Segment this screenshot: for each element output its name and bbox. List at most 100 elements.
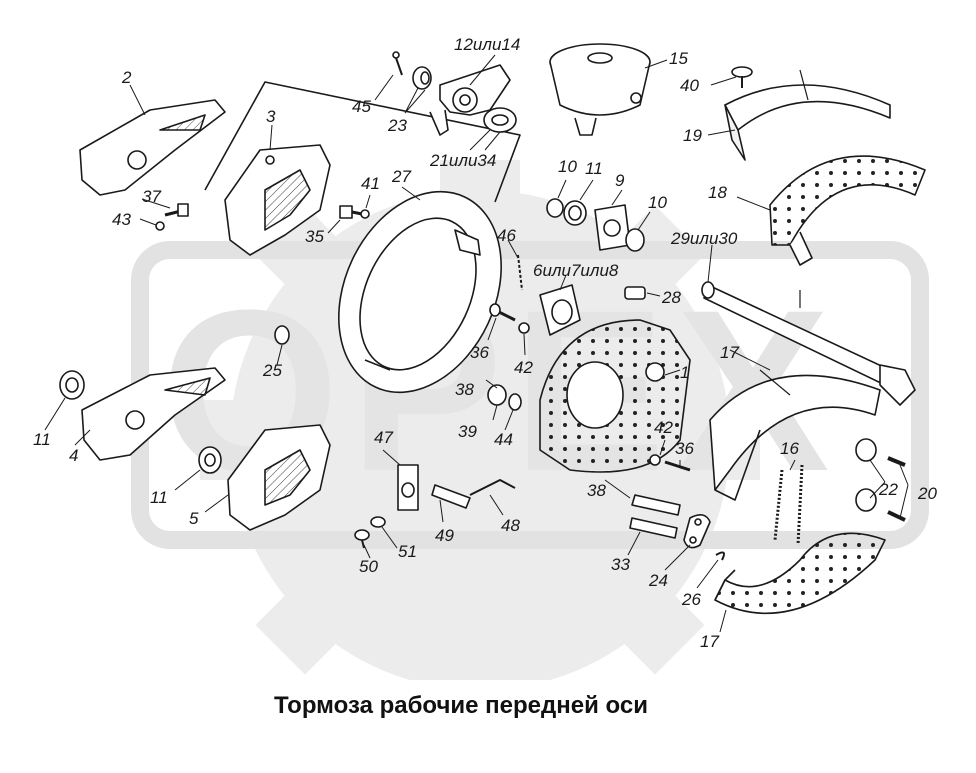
- callout-45: 45: [352, 97, 371, 116]
- part-9-flange: [594, 204, 631, 251]
- part-11-bushing-c: [198, 446, 222, 474]
- callout-49: 49: [435, 526, 454, 545]
- callout-38-a: 38: [455, 380, 474, 399]
- callout-28: 28: [662, 288, 681, 307]
- callout-1: 1: [680, 363, 690, 382]
- part-36-bolt-a: [489, 303, 516, 322]
- callout-42-b: 42: [654, 418, 673, 437]
- callout-12: 12или14: [454, 35, 521, 54]
- part-5-bracket: [227, 424, 331, 531]
- part-12-slack-adjuster: [429, 64, 511, 136]
- part-48-lever: [469, 479, 516, 496]
- part-10-seal-a: [546, 198, 564, 218]
- part-37-bolt: [164, 203, 189, 217]
- callout-33: 33: [611, 555, 630, 574]
- part-21-gear: [483, 107, 517, 133]
- part-2-bracket: [79, 99, 226, 196]
- part-35-bolt: [339, 205, 363, 219]
- part-40-bolt: [731, 66, 753, 88]
- part-46-spring: [517, 254, 523, 291]
- callout-4: 4: [69, 446, 79, 465]
- callout-11-b: 11: [33, 430, 51, 449]
- part-29-camshaft: [701, 281, 916, 406]
- part-19-lining: [724, 69, 891, 161]
- callout-18: 18: [708, 183, 727, 202]
- callout-10-a: 10: [558, 157, 577, 176]
- part-42-washer-a: [518, 322, 530, 334]
- leader-lines: [44, 54, 909, 633]
- part-11-bushing-a: [563, 200, 587, 226]
- part-51-bolt: [370, 516, 386, 528]
- callout-46: 46: [497, 226, 516, 245]
- part-17-shoe-upper: [709, 369, 881, 501]
- part-17-shoe-lower: [714, 532, 886, 615]
- part-11-bushing-b: [59, 370, 85, 400]
- callout-24: 24: [649, 571, 668, 590]
- callout-39: 39: [458, 422, 477, 441]
- callout-50: 50: [359, 557, 378, 576]
- callout-36-a: 36: [470, 343, 489, 362]
- part-3-bracket: [224, 144, 331, 256]
- callout-43: 43: [112, 210, 131, 229]
- callout-17-b: 17: [700, 632, 719, 651]
- part-44-washer: [508, 393, 522, 411]
- callout-44: 44: [494, 430, 513, 449]
- part-22-rollers: [855, 438, 877, 512]
- exploded-brake-diagram: OPEX: [44, 43, 929, 680]
- callout-19: 19: [683, 126, 702, 145]
- callout-25: 25: [263, 361, 282, 380]
- callout-16: 16: [780, 439, 799, 458]
- callout-21: 21или34: [430, 151, 497, 170]
- part-25-nipple: [274, 325, 290, 345]
- callout-23: 23: [388, 116, 407, 135]
- callout-10-b: 10: [648, 193, 667, 212]
- callout-27: 27: [392, 167, 411, 186]
- part-49-pin: [431, 484, 471, 509]
- callout-2: 2: [122, 68, 132, 87]
- callout-47: 47: [374, 428, 393, 447]
- part-36-bolt-b: [664, 460, 691, 472]
- callout-22: 22: [879, 480, 898, 499]
- part-6-flange: [539, 284, 581, 336]
- part-20-pins: [887, 456, 906, 522]
- callout-42-a: 42: [514, 358, 533, 377]
- callout-6: 6или7или8: [533, 261, 619, 280]
- part-26-clip: [715, 551, 725, 561]
- callout-29: 29или30: [671, 229, 738, 248]
- callout-15: 15: [669, 49, 688, 68]
- callout-17-a: 17: [720, 343, 739, 362]
- part-10-seal-b: [625, 228, 645, 252]
- part-42-washer-b: [649, 454, 661, 466]
- callout-3: 3: [266, 107, 276, 126]
- part-1-carrier: [539, 319, 691, 473]
- callout-9: 9: [615, 171, 625, 190]
- part-41-washer: [360, 209, 370, 219]
- part-24-plate: [683, 514, 711, 549]
- callout-5: 5: [189, 509, 199, 528]
- part-45-pin: [392, 51, 403, 76]
- part-15-brake-chamber: [549, 43, 651, 136]
- part-33-anchor-pins: [629, 494, 681, 539]
- part-27-shield: [338, 190, 502, 394]
- part-50-bolt: [354, 529, 370, 549]
- callout-26: 26: [682, 590, 701, 609]
- group-line-top: [204, 81, 521, 203]
- callout-51: 51: [398, 542, 417, 561]
- callout-11-a: 11: [585, 159, 603, 178]
- callout-40: 40: [680, 76, 699, 95]
- callout-41: 41: [361, 174, 380, 193]
- part-23-bushings: [412, 66, 432, 90]
- callout-37: 37: [142, 187, 161, 206]
- part-43-washer: [155, 221, 165, 231]
- callout-11-c: 11: [150, 488, 168, 507]
- callout-36-b: 36: [675, 439, 694, 458]
- callout-38-b: 38: [587, 481, 606, 500]
- callout-48: 48: [501, 516, 520, 535]
- part-4-bracket: [81, 367, 226, 461]
- part-16-springs: [773, 464, 804, 546]
- part-28-plug: [624, 286, 646, 300]
- diagram-caption: Тормоза рабочие передней оси: [274, 692, 648, 719]
- callout-20: 20: [918, 484, 937, 503]
- part-18-shoe: [769, 155, 926, 266]
